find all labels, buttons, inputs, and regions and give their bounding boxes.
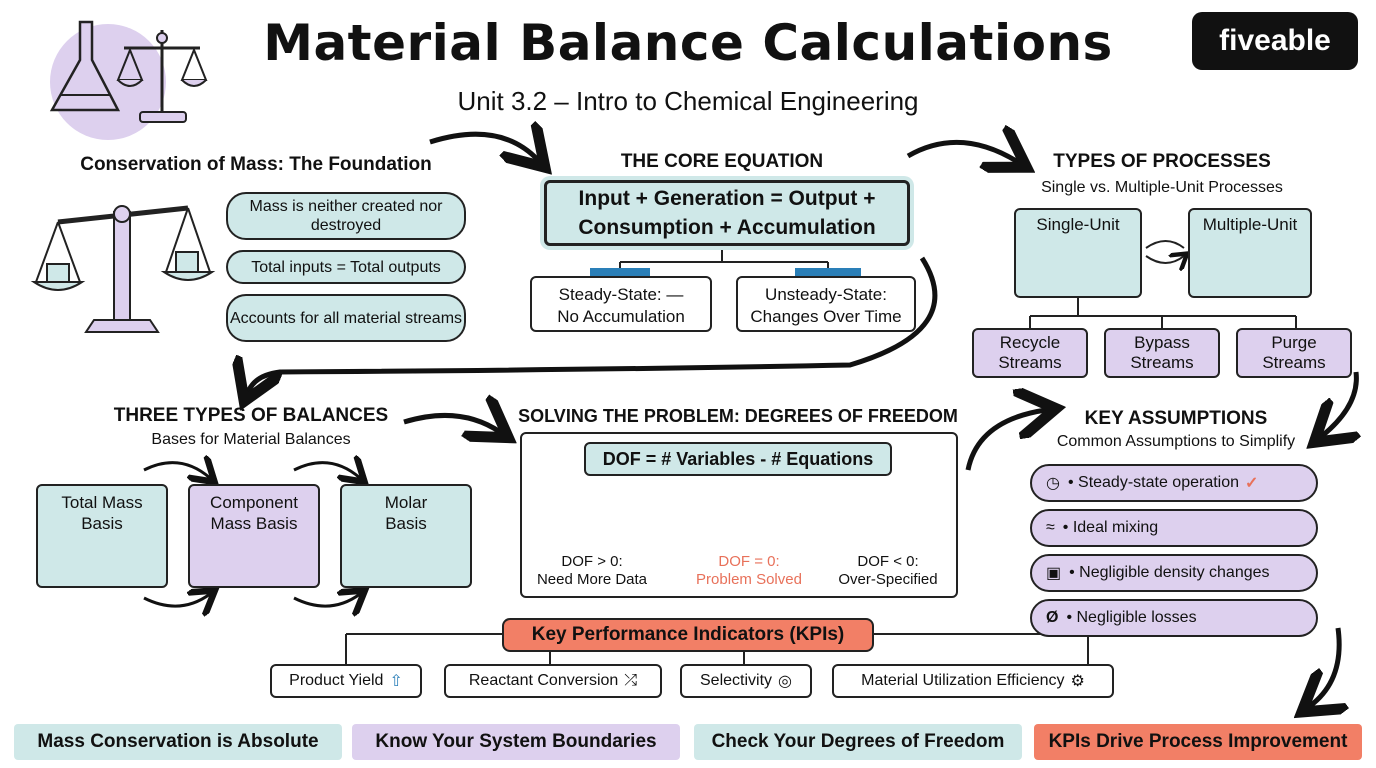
bypass-streams-line-1: Bypass bbox=[1134, 333, 1190, 352]
dof-heading: SOLVING THE PROBLEM: DEGREES OF FREEDOM bbox=[518, 405, 958, 426]
steady-state-label: Steady-State: — bbox=[558, 285, 684, 304]
bypass-streams-line-2: Streams bbox=[1130, 353, 1194, 372]
assumption-density-label: • Negligible density changes bbox=[1069, 564, 1270, 581]
dof-case-positive-desc: Need More Data bbox=[536, 571, 648, 588]
kpi-heading: Key Performance Indicators (KPIs) bbox=[502, 618, 874, 652]
footer-takeaway-3: Check Your Degrees of Freedom bbox=[694, 724, 1022, 760]
dof-case-zero-label: DOF = 0: bbox=[718, 553, 780, 570]
conservation-point-1: Mass is neither created nor destroyed bbox=[226, 192, 466, 240]
conservation-scale-icon bbox=[30, 205, 216, 333]
conservation-heading: Conservation of Mass: The Foundation bbox=[80, 154, 432, 175]
assumption-density: ▣ • Negligible density changes bbox=[1030, 554, 1318, 592]
core-equation-box: Input + Generation = Output + Consumptio… bbox=[544, 180, 910, 246]
cube-icon: ▣ bbox=[1046, 565, 1062, 582]
footer-takeaway-2: Know Your System Boundaries bbox=[352, 724, 680, 760]
total-mass-basis-line-2: Basis bbox=[81, 514, 123, 533]
footer-takeaway-4: KPIs Drive Process Improvement bbox=[1034, 724, 1362, 760]
assumptions-subheading: Common Assumptions to Simplify bbox=[1056, 433, 1296, 450]
kpi-reactant-conversion: Reactant Conversion ⤮ bbox=[444, 664, 662, 698]
dof-case-negative: DOF < 0: Over-Specified bbox=[828, 552, 948, 590]
brand-logo[interactable]: fiveable bbox=[1192, 12, 1358, 70]
dof-case-zero: DOF = 0: Problem Solved bbox=[676, 552, 822, 590]
molar-basis-line-1: Molar bbox=[384, 493, 428, 512]
assumption-losses: Ø • Negligible losses bbox=[1030, 599, 1318, 637]
molar-basis-line-2: Basis bbox=[385, 514, 427, 533]
dof-case-negative-label: DOF < 0: bbox=[857, 553, 919, 570]
kpi-product-yield: Product Yield ⇧ bbox=[270, 664, 422, 698]
kpi-material-utilization-label: Material Utilization Efficiency bbox=[861, 672, 1065, 689]
single-unit-box: Single-Unit bbox=[1014, 208, 1142, 298]
single-unit-label: Single-Unit bbox=[1036, 215, 1120, 234]
unsteady-state-desc: Changes Over Time bbox=[750, 307, 902, 326]
component-mass-basis-line-1: Component bbox=[210, 493, 298, 512]
null-icon: Ø bbox=[1046, 609, 1059, 626]
unsteady-state-label: Unsteady-State: bbox=[765, 285, 887, 304]
page-subtitle: Unit 3.2 – Intro to Chemical Engineering bbox=[457, 86, 919, 116]
multiple-unit-box: Multiple-Unit bbox=[1188, 208, 1312, 298]
purge-streams-line-1: Purge bbox=[1271, 333, 1317, 352]
balance-scale-icon bbox=[116, 30, 208, 123]
mixer-icon: ≈ bbox=[1046, 519, 1055, 536]
dof-formula: DOF = # Variables - # Equations bbox=[584, 442, 892, 476]
dof-case-positive: DOF > 0: Need More Data bbox=[528, 552, 656, 590]
total-mass-basis-line-1: Total Mass bbox=[61, 493, 143, 512]
purge-streams-box: Purge Streams bbox=[1236, 328, 1352, 378]
assumption-ideal-mixing-label: • Ideal mixing bbox=[1062, 519, 1159, 536]
processes-subheading: Single vs. Multiple-Unit Processes bbox=[1041, 179, 1283, 196]
kpi-material-utilization: Material Utilization Efficiency ⚙ bbox=[832, 664, 1114, 698]
conservation-point-3: Accounts for all material streams bbox=[226, 294, 466, 342]
core-equation-line-2: Consumption + Accumulation bbox=[578, 215, 876, 239]
core-equation-line-1: Input + Generation = Output + bbox=[578, 186, 876, 210]
molar-basis-box: Molar Basis bbox=[340, 484, 472, 588]
dof-case-positive-label: DOF > 0: bbox=[561, 553, 623, 570]
steady-state-desc: No Accumulation bbox=[557, 307, 685, 326]
dof-case-negative-desc: Over-Specified bbox=[838, 571, 938, 588]
target-icon: ◎ bbox=[778, 673, 792, 690]
footer-takeaway-1: Mass Conservation is Absolute bbox=[14, 724, 342, 760]
assumption-losses-label: • Negligible losses bbox=[1066, 609, 1197, 626]
balances-subheading: Bases for Material Balances bbox=[151, 431, 351, 448]
total-mass-basis-box: Total Mass Basis bbox=[36, 484, 168, 588]
component-mass-basis-box: Component Mass Basis bbox=[188, 484, 320, 588]
assumption-ideal-mixing: ≈ • Ideal mixing bbox=[1030, 509, 1318, 547]
assumption-steady-state-label: • Steady-state operation bbox=[1067, 474, 1240, 491]
arrow-up-icon: ⇧ bbox=[389, 673, 403, 690]
multiple-unit-label: Multiple-Unit bbox=[1202, 215, 1298, 234]
assumption-steady-state: ◷ • Steady-state operation ✓ bbox=[1030, 464, 1318, 502]
kpi-selectivity-label: Selectivity bbox=[700, 672, 773, 689]
kpi-selectivity: Selectivity ◎ bbox=[680, 664, 812, 698]
assumptions-heading: KEY ASSUMPTIONS bbox=[1084, 408, 1268, 429]
kpi-reactant-conversion-label: Reactant Conversion bbox=[468, 672, 619, 689]
shuffle-icon: ⤮ bbox=[624, 672, 638, 689]
recycle-streams-line-1: Recycle bbox=[999, 333, 1061, 352]
unsteady-state-box: Unsteady-State: Changes Over Time bbox=[736, 276, 916, 332]
gear-icon: ⚙ bbox=[1070, 673, 1085, 690]
kpi-product-yield-label: Product Yield bbox=[289, 672, 384, 689]
recycle-streams-line-2: Streams bbox=[998, 353, 1062, 372]
purge-streams-line-2: Streams bbox=[1262, 353, 1326, 372]
clock-icon: ◷ bbox=[1046, 475, 1060, 492]
page-title: Material Balance Calculations bbox=[263, 14, 1113, 72]
steady-state-box: Steady-State: — No Accumulation bbox=[530, 276, 712, 332]
flask-icon bbox=[49, 20, 166, 140]
checkmark-icon: ✓ bbox=[1245, 475, 1259, 492]
recycle-streams-box: Recycle Streams bbox=[972, 328, 1088, 378]
bypass-streams-box: Bypass Streams bbox=[1104, 328, 1220, 378]
component-mass-basis-line-2: Mass Basis bbox=[210, 514, 298, 533]
dof-case-zero-desc: Problem Solved bbox=[696, 571, 802, 588]
core-equation-heading: THE CORE EQUATION bbox=[620, 151, 824, 172]
balances-heading: THREE TYPES OF BALANCES bbox=[113, 405, 389, 426]
conservation-point-2: Total inputs = Total outputs bbox=[226, 250, 466, 284]
processes-heading: TYPES OF PROCESSES bbox=[1053, 151, 1271, 172]
